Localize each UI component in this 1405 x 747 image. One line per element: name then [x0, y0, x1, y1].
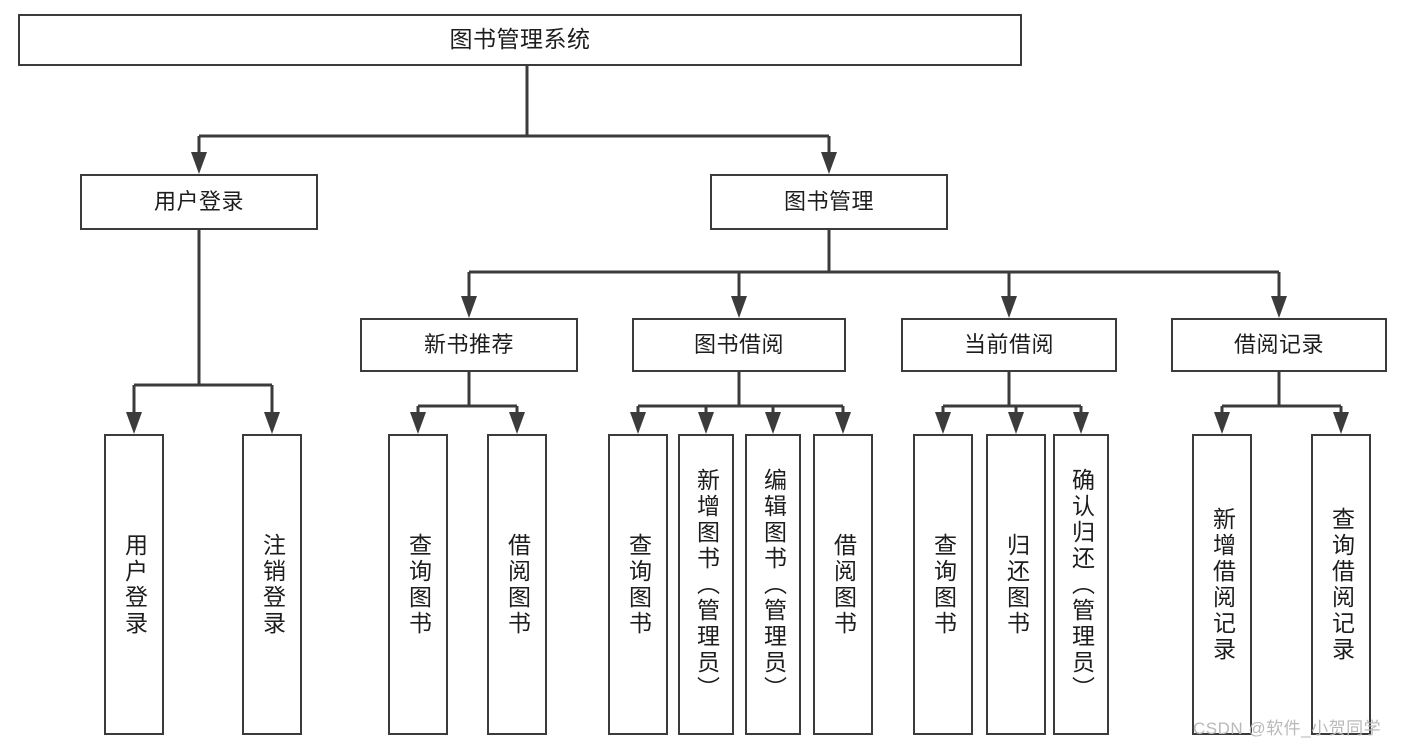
csdn-watermark: CSDN @软件_小贺同学 [1193, 719, 1382, 738]
node-leaf-user-login-label: 用户登录 [121, 532, 148, 637]
node-leaf-logout-label: 注销登录 [259, 532, 286, 637]
node-leaf-confirm-return[interactable]: 确认归还（管理员） [1053, 434, 1109, 735]
node-leaf-query-record[interactable]: 查询借阅记录 [1311, 434, 1371, 735]
node-current-borrow[interactable]: 当前借阅 [901, 318, 1117, 372]
node-leaf-query-record-label: 查询借阅记录 [1328, 506, 1355, 663]
node-leaf-add-record[interactable]: 新增借阅记录 [1192, 434, 1252, 735]
node-leaf-confirm-return-label: 确认归还（管理员） [1068, 467, 1095, 702]
node-book-manage[interactable]: 图书管理 [710, 174, 948, 230]
node-leaf-add-book[interactable]: 新增图书（管理员） [678, 434, 734, 735]
node-leaf-add-record-label: 新增借阅记录 [1209, 506, 1236, 663]
node-book-borrow[interactable]: 图书借阅 [632, 318, 846, 372]
node-leaf-query-book-1-label: 查询图书 [405, 532, 432, 637]
node-new-book-recommend[interactable]: 新书推荐 [360, 318, 578, 372]
node-borrow-record[interactable]: 借阅记录 [1171, 318, 1387, 372]
node-leaf-return-book-label: 归还图书 [1003, 532, 1030, 637]
node-leaf-borrow-book-1-label: 借阅图书 [504, 532, 531, 637]
node-root[interactable]: 图书管理系统 [18, 14, 1022, 66]
node-leaf-edit-book-label: 编辑图书（管理员） [760, 467, 787, 702]
node-book-manage-label: 图书管理 [783, 189, 874, 215]
node-leaf-user-login[interactable]: 用户登录 [104, 434, 164, 735]
node-user-login-label: 用户登录 [153, 189, 244, 215]
node-leaf-query-book-3-label: 查询图书 [930, 532, 957, 637]
node-user-login[interactable]: 用户登录 [80, 174, 318, 230]
node-leaf-borrow-book-2-label: 借阅图书 [830, 532, 857, 637]
node-leaf-query-book-2-label: 查询图书 [625, 532, 652, 637]
node-leaf-borrow-book-2[interactable]: 借阅图书 [813, 434, 873, 735]
node-leaf-query-book-1[interactable]: 查询图书 [388, 434, 448, 735]
node-leaf-add-book-label: 新增图书（管理员） [693, 467, 720, 702]
node-current-borrow-label: 当前借阅 [963, 332, 1054, 358]
node-leaf-logout[interactable]: 注销登录 [242, 434, 302, 735]
node-leaf-borrow-book-1[interactable]: 借阅图书 [487, 434, 547, 735]
node-book-borrow-label: 图书借阅 [693, 332, 784, 358]
node-borrow-record-label: 借阅记录 [1233, 332, 1324, 358]
node-leaf-edit-book[interactable]: 编辑图书（管理员） [745, 434, 801, 735]
node-leaf-query-book-2[interactable]: 查询图书 [608, 434, 668, 735]
node-leaf-return-book[interactable]: 归还图书 [986, 434, 1046, 735]
node-leaf-query-book-3[interactable]: 查询图书 [913, 434, 973, 735]
node-new-book-recommend-label: 新书推荐 [423, 332, 514, 358]
node-root-label: 图书管理系统 [449, 26, 591, 53]
